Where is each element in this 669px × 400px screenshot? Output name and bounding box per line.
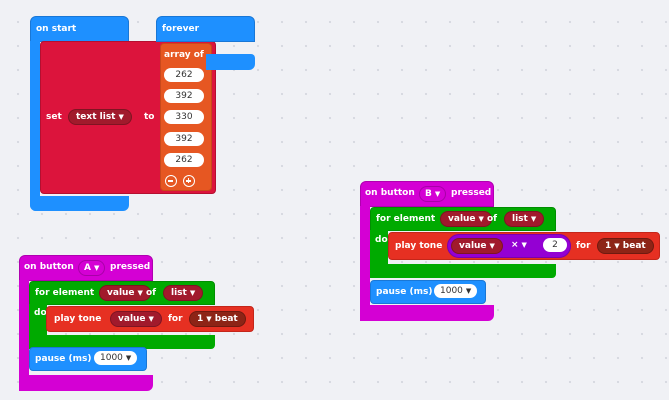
beat-label-a: beat: [214, 314, 238, 324]
play-tone-a-label: play tone: [54, 314, 102, 324]
on-button-a-arm: [19, 280, 29, 391]
list-var-b-name: list: [512, 214, 528, 224]
for-element-b-label: for element: [376, 214, 436, 224]
tone-value-a-name: value: [118, 314, 146, 324]
forever-label: forever: [162, 24, 200, 34]
dropdown-arrow-icon: ▼: [125, 354, 132, 362]
button-b-name: B: [425, 189, 432, 199]
of-label-b: of: [487, 214, 498, 224]
dropdown-arrow-icon: ▼: [118, 113, 124, 121]
forever-block[interactable]: forever: [156, 16, 256, 72]
dropdown-arrow-icon: ▼: [614, 242, 620, 250]
pause-value-a-num: 1000: [100, 353, 123, 363]
on-button-a-suffix: pressed: [110, 262, 151, 272]
variable-dropdown-text-list[interactable]: text list▼: [68, 109, 132, 125]
element-var-a-name: value: [107, 288, 135, 298]
array-item-3[interactable]: 330: [164, 110, 204, 124]
forever-hat[interactable]: [156, 16, 255, 42]
do-label-a: do: [34, 308, 47, 318]
element-var-b-name: value: [448, 214, 476, 224]
beat-dropdown-b[interactable]: 1▼ beat: [597, 238, 654, 254]
dropdown-arrow-icon: ▼: [489, 242, 495, 250]
beat-label-b: beat: [622, 241, 646, 251]
dropdown-arrow-icon: ▼: [137, 289, 143, 297]
array-item-1[interactable]: 262: [164, 68, 204, 82]
pause-value-a[interactable]: 1000▼: [94, 351, 138, 365]
for-beat-label-b: for: [576, 241, 591, 251]
for-beat-label-a: for: [168, 314, 183, 324]
play-tone-b-label: play tone: [395, 241, 443, 251]
button-b-dropdown[interactable]: B▼: [419, 186, 447, 202]
button-a-dropdown[interactable]: A▼: [78, 260, 106, 276]
multiplier-input[interactable]: 2: [543, 238, 567, 252]
for-element-a-foot: [29, 335, 215, 349]
minus-bar: [168, 180, 173, 182]
beat-dropdown-a[interactable]: 1▼ beat: [189, 311, 246, 327]
pause-value-b[interactable]: 1000▼: [434, 284, 478, 298]
tone-value-b[interactable]: value▼: [451, 238, 503, 254]
forever-foot: [206, 54, 255, 70]
dropdown-arrow-icon: ▼: [189, 289, 196, 297]
array-item-4[interactable]: 392: [164, 132, 204, 146]
pause-value-b-num: 1000: [440, 286, 463, 296]
minus-icon[interactable]: [165, 175, 177, 187]
element-var-a[interactable]: value▼: [99, 285, 151, 301]
on-start-label: on start: [36, 24, 77, 34]
pause-label-b: pause (ms): [376, 287, 433, 297]
for-element-b-foot: [370, 264, 556, 278]
on-start-block[interactable]: on start: [30, 16, 130, 211]
for-element-a-label: for element: [35, 288, 95, 298]
on-button-b-arm: [360, 206, 370, 321]
on-button-a-prefix: on button: [24, 262, 74, 272]
on-start-foot: [30, 196, 129, 211]
array-of-label: array of: [164, 50, 204, 60]
plus-icon[interactable]: [183, 175, 195, 187]
element-var-b[interactable]: value▼: [440, 211, 492, 227]
pause-label-a: pause (ms): [35, 354, 92, 364]
beat-value-b: 1: [605, 241, 612, 251]
dropdown-arrow-icon: ▼: [521, 241, 527, 249]
array-item-5[interactable]: 262: [164, 153, 204, 167]
dropdown-arrow-icon: ▼: [465, 287, 472, 295]
list-var-b[interactable]: list▼: [504, 211, 545, 227]
of-label-a: of: [146, 288, 157, 298]
on-button-b-suffix: pressed: [451, 188, 492, 198]
tone-value-b-name: value: [459, 241, 487, 251]
do-label-b: do: [375, 235, 388, 245]
set-label: set: [46, 112, 62, 122]
dropdown-arrow-icon: ▼: [434, 190, 441, 198]
on-button-a-block[interactable]: [19, 255, 155, 391]
on-button-a-foot: [19, 375, 153, 391]
list-var-a[interactable]: list▼: [163, 285, 204, 301]
button-a-name: A: [84, 263, 91, 273]
beat-value-a: 1: [197, 314, 204, 324]
on-start-arm: [30, 41, 40, 211]
dropdown-arrow-icon: ▼: [206, 315, 212, 323]
operator-dropdown[interactable]: ×▼: [508, 238, 530, 252]
operator-symbol: ×: [511, 240, 519, 250]
on-button-b-prefix: on button: [365, 188, 415, 198]
variable-name: text list: [76, 112, 116, 122]
dropdown-arrow-icon: ▼: [148, 315, 154, 323]
dropdown-arrow-icon: ▼: [530, 215, 537, 223]
dropdown-arrow-icon: ▼: [93, 264, 100, 272]
dropdown-arrow-icon: ▼: [478, 215, 484, 223]
plus-bar-v: [187, 178, 190, 184]
list-var-a-name: list: [171, 288, 187, 298]
array-item-2[interactable]: 392: [164, 89, 204, 103]
tone-value-a[interactable]: value▼: [110, 311, 162, 327]
on-button-b-foot: [360, 305, 494, 321]
to-label: to: [144, 112, 155, 122]
